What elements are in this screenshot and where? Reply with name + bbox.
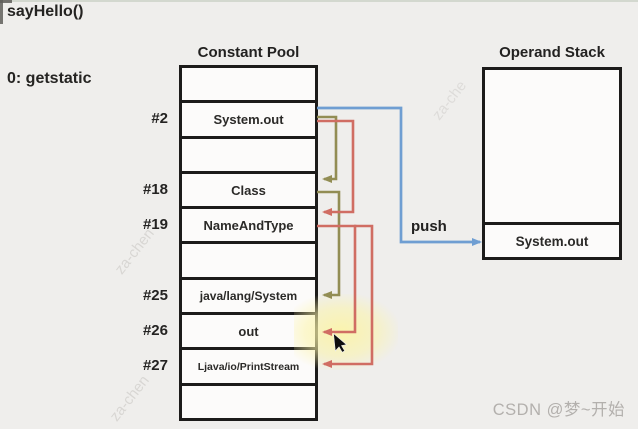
frame-corner-artifact bbox=[0, 0, 3, 24]
constant-pool-row-empty bbox=[182, 386, 315, 418]
constant-pool-table: System.out Class NameAndType java/lang/S… bbox=[179, 65, 318, 421]
constant-pool-row-empty bbox=[182, 244, 315, 280]
index-label-18: #18 bbox=[142, 181, 168, 198]
constant-pool-row-empty bbox=[182, 68, 315, 104]
cell-value: NameAndType bbox=[203, 217, 294, 233]
constant-pool-row-fieldname: out bbox=[182, 315, 315, 351]
index-label-19: #19 bbox=[142, 216, 168, 233]
frame-corner-artifact bbox=[0, 0, 12, 3]
index-label-2: #2 bbox=[151, 110, 168, 127]
nameandtype-to-descriptor-arrow bbox=[322, 224, 374, 368]
nameandtype-to-name-arrow bbox=[317, 224, 357, 336]
constant-pool-row-fieldref: System.out bbox=[182, 103, 315, 139]
constant-pool-row-empty bbox=[182, 139, 315, 174]
constant-pool-title: Constant Pool bbox=[197, 44, 300, 61]
constant-pool-row-class: Class bbox=[182, 174, 315, 210]
index-label-27: #27 bbox=[142, 357, 168, 374]
constant-pool-row-classname: java/lang/System bbox=[182, 280, 315, 316]
constant-pool-row-descriptor: Ljava/io/PrintStream bbox=[182, 350, 315, 386]
operand-stack-top-slot: System.out bbox=[485, 222, 619, 257]
operand-stack-title: Operand Stack bbox=[499, 44, 605, 61]
cell-value: java/lang/System bbox=[199, 288, 298, 303]
cell-value: out bbox=[238, 323, 259, 339]
frame-top-edge bbox=[0, 0, 638, 2]
operand-stack-empty-space bbox=[485, 70, 619, 222]
cell-value: Class bbox=[231, 182, 266, 198]
push-label: push bbox=[411, 218, 447, 235]
mouse-cursor-icon bbox=[333, 332, 348, 353]
fieldref-to-class-arrow bbox=[317, 115, 338, 183]
class-to-classname-arrow bbox=[317, 190, 341, 299]
operand-stack-box: System.out bbox=[482, 67, 622, 260]
constant-pool-row-nameandtype: NameAndType bbox=[182, 209, 315, 245]
method-name-label: sayHello() bbox=[7, 3, 84, 20]
csdn-watermark: CSDN @梦~开始 bbox=[492, 401, 625, 419]
cell-value: System.out bbox=[213, 111, 284, 127]
bytecode-instruction-label: 0: getstatic bbox=[7, 70, 92, 87]
cell-value: Ljava/io/PrintStream bbox=[197, 360, 300, 373]
diagonal-watermark-fragment: za-chen bbox=[106, 372, 153, 425]
push-arrow bbox=[317, 106, 482, 246]
index-label-26: #26 bbox=[142, 322, 168, 339]
fieldref-to-nameandtype-arrow bbox=[317, 119, 355, 216]
index-label-25: #25 bbox=[142, 287, 168, 304]
diagonal-watermark-fragment: za-che bbox=[428, 77, 471, 124]
